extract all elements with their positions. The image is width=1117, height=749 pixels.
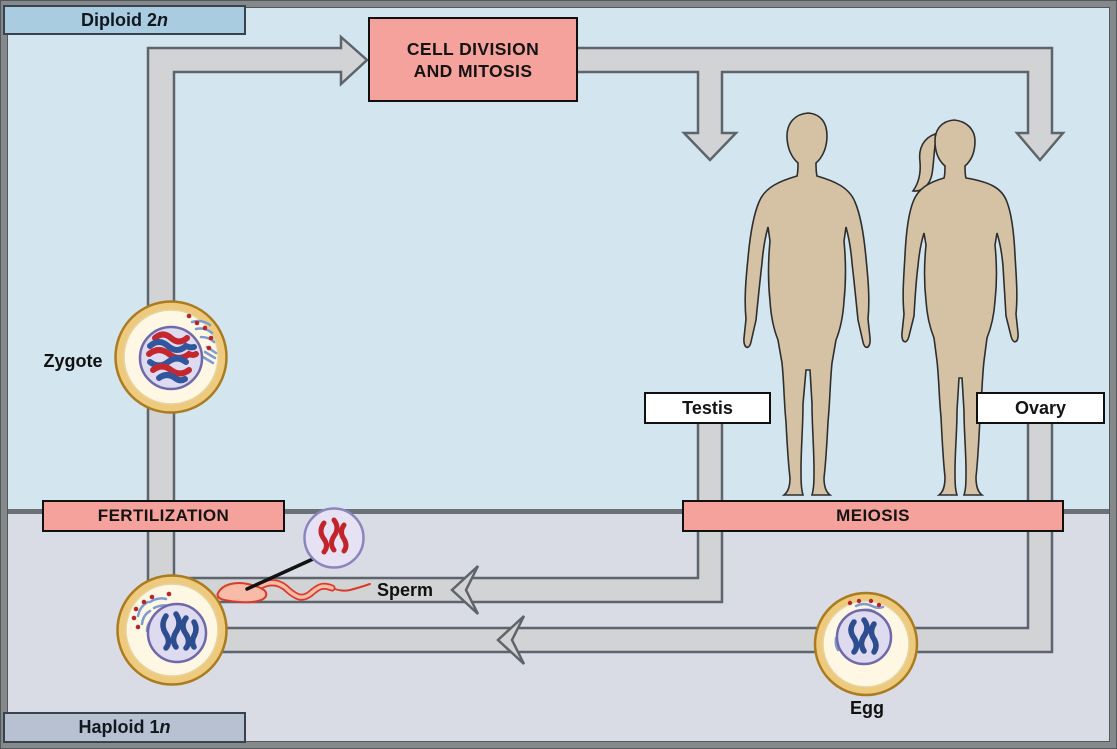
- diploid-label-symbol: n: [157, 9, 168, 30]
- haploid-label-symbol: n: [159, 717, 171, 737]
- cell-division-mitosis-box: CELL DIVISION AND MITOSIS: [368, 17, 578, 102]
- ponytail: [911, 132, 937, 192]
- sperm-illustration: [216, 579, 371, 604]
- ovary-label-box: Ovary: [976, 392, 1105, 424]
- zygote-label-text: Zygote: [43, 351, 103, 371]
- fertilized-egg-cell-illustration: [116, 574, 228, 686]
- egg-cell-illustration: [813, 591, 919, 697]
- cell-division-line2: AND MITOSIS: [413, 60, 533, 81]
- sperm-nucleus-inset: [303, 507, 365, 569]
- ovary-label: Ovary: [1014, 397, 1067, 418]
- sperm-label: Sperm: [377, 580, 447, 601]
- arrow-cell-division-to-adults: [574, 46, 1066, 162]
- diploid-label-text: Diploid 2: [81, 9, 157, 30]
- cell-division-line1: CELL DIVISION: [406, 38, 540, 59]
- testis-label: Testis: [682, 397, 733, 418]
- haploid-label-text: Haploid 1: [78, 717, 160, 737]
- egg-label: Egg: [838, 698, 896, 719]
- meiosis-label: MEIOSIS: [836, 506, 910, 525]
- fertilization-label: FERTILIZATION: [97, 506, 230, 525]
- zygote-cell-illustration: [114, 300, 228, 414]
- egg-label-text: Egg: [850, 698, 884, 718]
- sperm-label-text: Sperm: [377, 580, 434, 600]
- sperm-nucleus-pointer-line: [245, 557, 315, 591]
- male-figure: [743, 112, 871, 496]
- region-boundary-line: [0, 509, 1117, 514]
- sperm-line-chevron-icon: [450, 565, 480, 615]
- female-figure: [901, 119, 1019, 496]
- egg-line-chevron-icon: [496, 615, 526, 665]
- testis-label-box: Testis: [644, 392, 771, 424]
- meiosis-box: MEIOSIS: [682, 500, 1064, 532]
- zygote-label: Zygote: [33, 351, 113, 372]
- fertilization-box: FERTILIZATION: [42, 500, 285, 532]
